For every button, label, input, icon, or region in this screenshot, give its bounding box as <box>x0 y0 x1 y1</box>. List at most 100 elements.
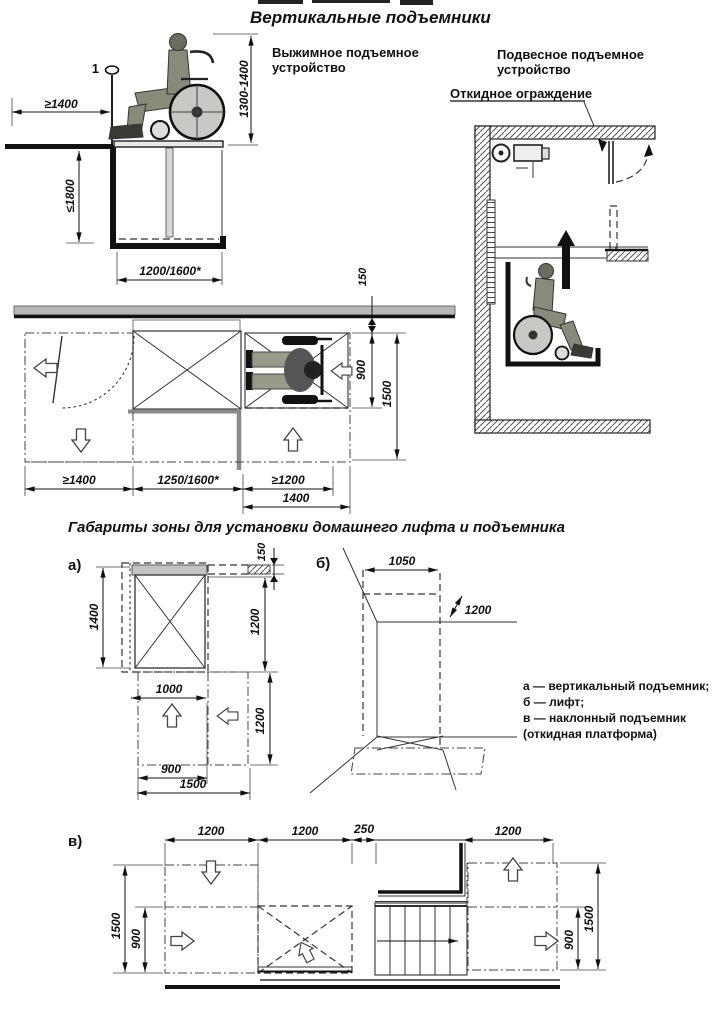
dim-shaft: 1250/1600* <box>157 473 220 487</box>
guard-post-dashed <box>609 205 618 249</box>
gate-swing-arrowhead <box>644 144 653 157</box>
left-approach-zone <box>24 332 135 463</box>
hoist-view-diagram: Подвесное подъемное устройство Откидное … <box>450 47 656 434</box>
v-left-dimensions: 1500 900 <box>109 864 163 974</box>
upper-landing-ledge <box>606 249 649 262</box>
v-right-dimensions: 1500 900 <box>560 862 606 971</box>
right-wheelchair-zone <box>25 332 353 463</box>
shaft-door-sill <box>132 319 241 332</box>
down-direction-arrow-icon <box>71 428 91 453</box>
legend-line-b: б — лифт; <box>523 695 584 709</box>
callout-1: 1 <box>92 61 99 76</box>
dim-b-width: 1050 <box>389 554 416 568</box>
diagram-v: в) 1200 1200 250 1200 <box>68 822 606 989</box>
right-direction-arrow-icon <box>170 931 195 951</box>
dim-depth: 1500 <box>380 380 394 407</box>
up-direction-arrow-icon <box>162 703 182 728</box>
hoist-machine <box>491 143 550 178</box>
v-left-zone <box>164 860 259 974</box>
wheelchair-user-hoist <box>512 263 594 361</box>
up-direction-arrow-icon <box>503 857 523 882</box>
v-right-zone <box>467 857 559 971</box>
dim-right-depth: 1500 <box>582 905 596 932</box>
dim-sill: 150 <box>357 267 369 286</box>
diagram-b: б) 1050 1200 <box>309 547 517 794</box>
diagram-b-label: б) <box>316 555 330 572</box>
dim-left-depth: 1500 <box>109 912 123 939</box>
upper-floor-slab <box>5 144 113 149</box>
dim-top-3: 250 <box>353 822 374 836</box>
diagram-v-label: в) <box>68 833 82 850</box>
dim-right-total: 1400 <box>283 491 310 505</box>
diagram-a: а) 1400 150 1200 <box>68 542 284 800</box>
left-direction-arrow-icon <box>216 707 239 725</box>
wall-stub <box>247 564 271 575</box>
dim-wall: 150 <box>256 542 268 561</box>
page-title: Вертикальные подъемники <box>250 8 491 27</box>
lift-platform <box>113 140 224 148</box>
diagram-v-top-dimensions: 1200 1200 250 1200 <box>164 822 554 906</box>
dim-landing-clearance: ≥1400 <box>44 97 78 111</box>
legend-line-v1: в — наклонный подъемник <box>523 711 687 725</box>
legend: а — вертикальный подъемник; б — лифт; в … <box>523 679 709 741</box>
dim-door: 1000 <box>156 682 183 696</box>
device-label-line1: Выжимное подъемное <box>272 45 419 60</box>
dim-left-zone: ≥1400 <box>62 473 96 487</box>
left-direction-arrow-icon <box>330 362 353 380</box>
diagram-a-label: а) <box>68 557 81 574</box>
side-view-dimensions: ≥1400 1300-1400 ≤1800 1200/1600* <box>11 33 258 285</box>
fold-up-arrow-icon <box>293 938 319 966</box>
lift-mast <box>165 147 174 238</box>
dim-b-depth: 1200 <box>465 603 492 617</box>
dim-top-2: 1200 <box>292 824 319 838</box>
diagram-b-dimensions: 1050 1200 <box>365 554 492 618</box>
dim-zone-lower: 1200 <box>253 707 267 734</box>
plan-wall <box>13 305 456 316</box>
scan-artifact-strip <box>258 0 433 5</box>
dim-top-4: 1200 <box>495 824 522 838</box>
hoist-label-line2: устройство <box>497 62 571 77</box>
section2-title: Габариты зоны для установки домашнего ли… <box>68 519 565 536</box>
diagram-a-dimensions: 1400 150 1200 1200 1000 900 1500 <box>87 542 284 800</box>
dim-right-space: 900 <box>562 930 576 950</box>
dim-platform-width: 1200/1600* <box>139 264 202 278</box>
dim-left-space: 900 <box>129 929 143 949</box>
plan-bottom-dimensions: ≥1400 1250/1600* ≥1200 1400 <box>24 466 351 514</box>
v-stairs <box>374 843 468 976</box>
dim-shaft-depth: 1400 <box>87 603 101 630</box>
dim-top-1: 1200 <box>198 824 225 838</box>
floor-slab <box>474 419 651 434</box>
dim-travel-height: 1300-1400 <box>237 60 251 118</box>
up-direction-arrow-icon <box>283 427 303 452</box>
guard-leader-arrowhead <box>598 139 607 152</box>
guard-label: Откидное ограждение <box>450 86 592 101</box>
lift-shaft-plan <box>128 330 242 470</box>
stair-rail <box>378 843 463 894</box>
door-swing-arc <box>61 335 135 409</box>
pit-walls <box>110 145 226 249</box>
dim-space: 900 <box>354 360 368 380</box>
hoist-platform <box>505 262 601 367</box>
dim-pit-depth: ≤1800 <box>63 179 77 213</box>
folding-guard-gate <box>608 141 653 184</box>
hoist-label-line1: Подвесное подъемное <box>497 47 644 62</box>
legend-line-a: а — вертикальный подъемник; <box>523 679 709 693</box>
wheelchair-user-side <box>108 33 226 141</box>
v-folding-platform-zone <box>257 905 353 974</box>
ceiling-slab <box>474 125 656 140</box>
plan-view-diagram: 150 900 1500 ≥1400 1250/1600* ≥1200 1400 <box>13 267 456 514</box>
dim-zone-upper: 1200 <box>248 608 262 635</box>
up-direction-arrow-icon <box>557 230 575 289</box>
left-direction-arrow-icon <box>33 358 58 378</box>
dim-total: 1500 <box>180 777 207 791</box>
plan-right-dimensions: 150 900 1500 <box>352 267 406 461</box>
dim-right-zone: ≥1200 <box>271 473 305 487</box>
toothed-rail <box>486 199 496 305</box>
wheelchair-user-plan <box>246 336 332 404</box>
side-view-diagram: Выжимное подъемное устройство 1 <box>5 33 419 285</box>
right-direction-arrow-icon <box>534 931 559 951</box>
device-label-line2: устройство <box>272 60 346 75</box>
legend-line-v2: (откидная платформа) <box>523 727 657 741</box>
